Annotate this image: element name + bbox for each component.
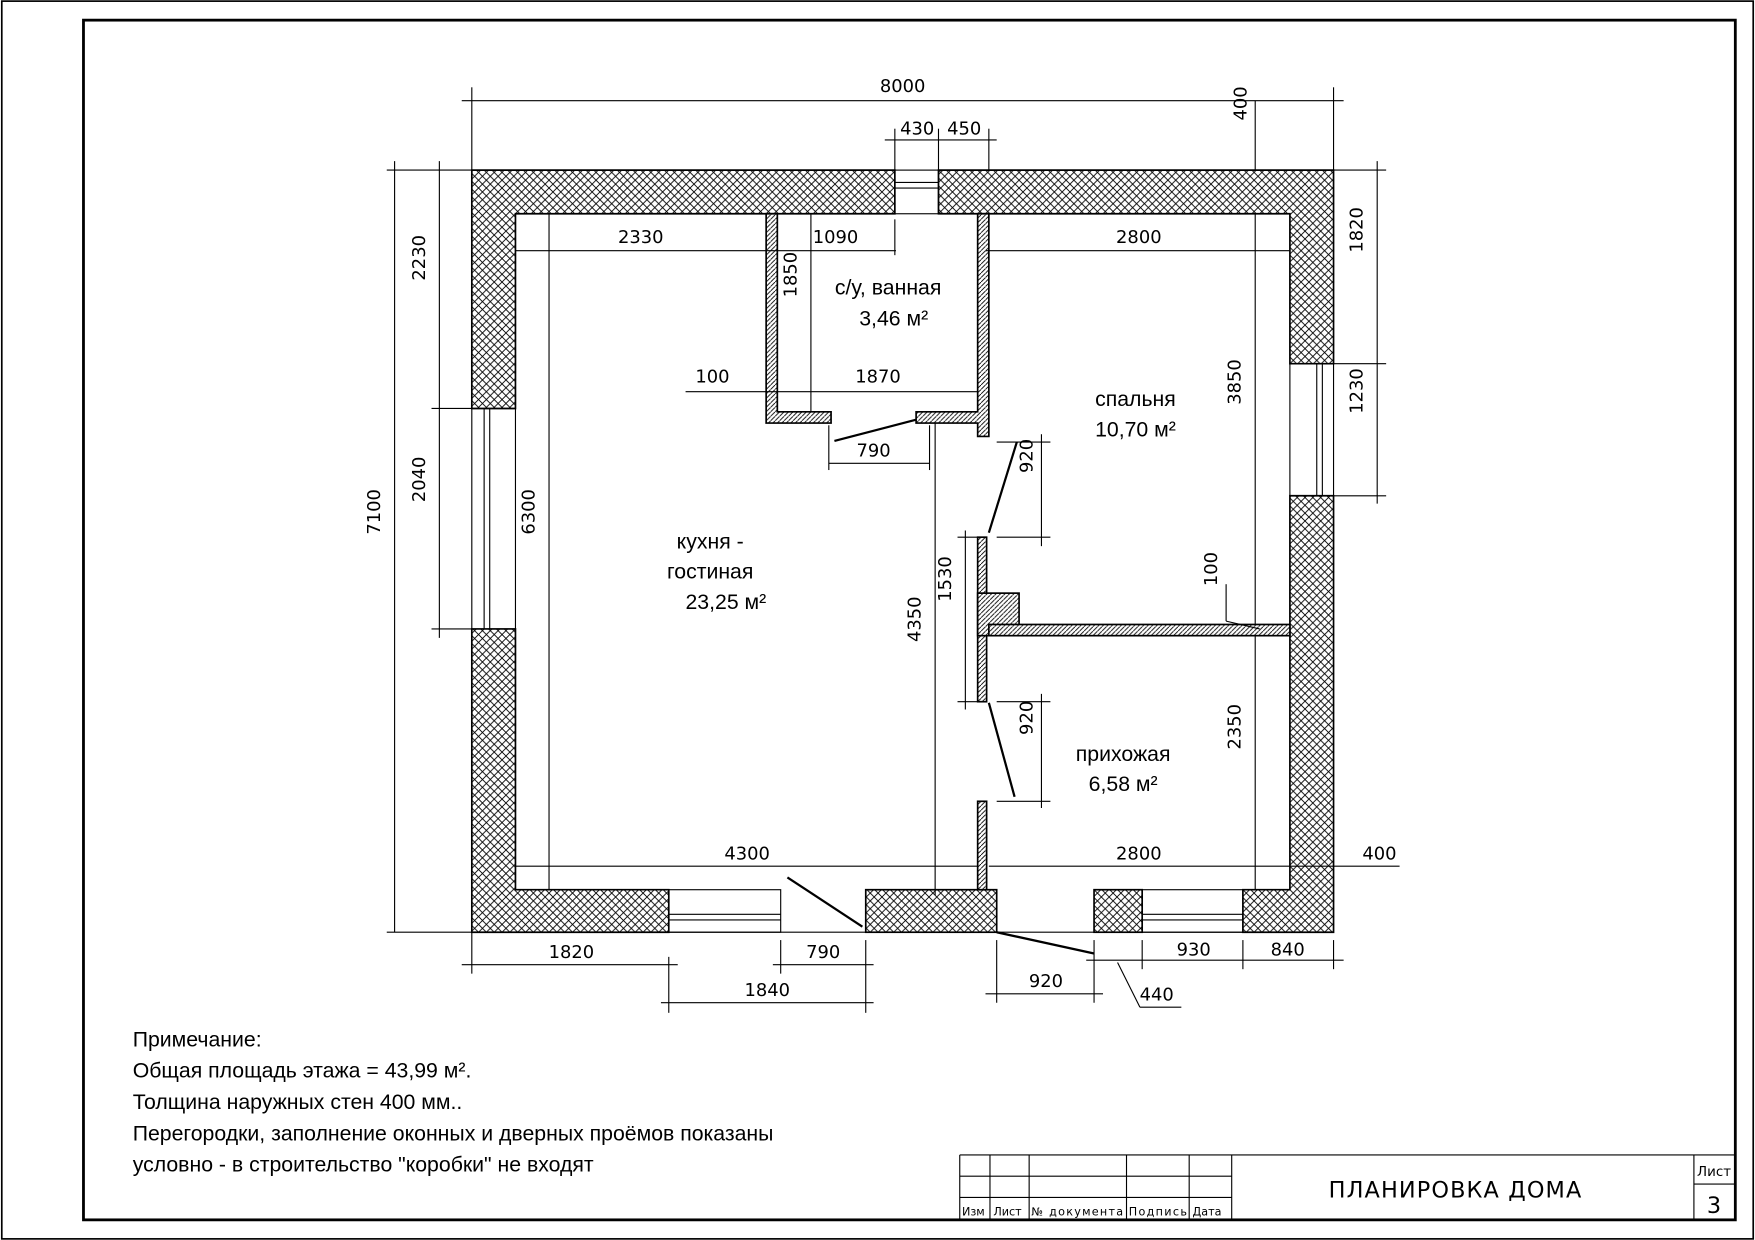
room-bedroom-area: 10,70 м²	[1095, 417, 1176, 441]
tb-col-izm: Изм	[962, 1205, 985, 1218]
room-kitchen-name-2: гостиная	[667, 560, 753, 584]
dim-label: 400	[1362, 843, 1396, 864]
dim-label: 4350	[905, 597, 926, 643]
dimension-lines	[386, 87, 1400, 1013]
dim-label: 920	[1029, 971, 1063, 992]
dim-label: 430	[900, 118, 934, 139]
dim-label: 450	[947, 118, 981, 139]
dim-label: 930	[1177, 940, 1211, 961]
notes-title: Примечание:	[133, 1027, 262, 1051]
dim-label: 6300	[518, 489, 539, 535]
room-hall-area: 6,58 м²	[1089, 772, 1158, 796]
dim-overall-height: 7100	[364, 489, 385, 535]
dim-label: 1090	[813, 227, 859, 248]
exterior-walls	[470, 169, 1335, 934]
room-kitchen-area: 23,25 м²	[685, 590, 766, 614]
dim-label: 790	[806, 942, 840, 963]
tb-col-list: Лист	[993, 1205, 1022, 1218]
tb-sheet-number: 3	[1707, 1193, 1721, 1219]
dim-label: 1850	[780, 252, 801, 298]
dim-label: 2800	[1116, 843, 1162, 864]
dim-label: 2230	[409, 235, 430, 281]
dim-label: 100	[1201, 552, 1222, 586]
room-labels: кухня - гостиная 23,25 м² с/у, ванная 3,…	[667, 275, 1176, 796]
dim-label: 2040	[409, 457, 430, 503]
dim-label: 920	[1017, 701, 1038, 735]
dim-label: 1840	[744, 980, 790, 1001]
dim-overall-width: 8000	[880, 76, 926, 97]
notes-line: Перегородки, заполнение оконных и дверны…	[133, 1121, 774, 1145]
dim-label: 2330	[618, 227, 664, 248]
dim-label: 1530	[935, 556, 956, 602]
dim-label: 100	[695, 367, 729, 388]
notes-line: Общая площадь этажа = 43,99 м².	[133, 1059, 472, 1083]
dim-label: 440	[1140, 985, 1174, 1006]
dim-label: 3850	[1225, 359, 1246, 405]
room-kitchen-name: кухня -	[677, 529, 744, 553]
notes-line: Толщина наружных стен 400 мм..	[133, 1090, 463, 1114]
notes: Примечание: Общая площадь этажа = 43,99 …	[133, 1027, 774, 1176]
dimension-labels: 8000 430 450 400 2330 1090 2800 1850 100…	[364, 76, 1397, 1006]
dim-label: 1820	[1347, 207, 1368, 253]
room-hall-name: прихожая	[1076, 742, 1171, 766]
room-bedroom-name: спальня	[1095, 387, 1176, 411]
dim-label: 2350	[1225, 704, 1246, 750]
tb-sheet-label: Лист	[1697, 1165, 1731, 1180]
dim-label: 1870	[855, 367, 901, 388]
partitions	[765, 212, 1291, 891]
dim-label: 400	[1230, 86, 1251, 120]
tb-col-sign: Подпись	[1129, 1205, 1187, 1218]
drawing-title: ПЛАНИРОВКА ДОМА	[1329, 1177, 1583, 1203]
tb-col-doc: № документа	[1031, 1205, 1123, 1218]
windows	[471, 169, 1335, 933]
tb-col-date: Дата	[1193, 1205, 1222, 1218]
dim-label: 4300	[724, 843, 770, 864]
dim-label: 1820	[549, 942, 595, 963]
door-swings	[786, 418, 1095, 955]
dim-label: 920	[1017, 439, 1038, 473]
dim-label: 2800	[1116, 227, 1162, 248]
dim-label: 840	[1271, 940, 1305, 961]
room-bathroom-name: с/у, ванная	[835, 275, 942, 299]
dim-label: 790	[857, 441, 891, 462]
dim-label: 1230	[1347, 368, 1368, 414]
drawing-frame	[82, 18, 1737, 1222]
notes-line: условно - в строительство "коробки" не в…	[133, 1153, 594, 1177]
room-bathroom-area: 3,46 м²	[859, 307, 928, 331]
title-block: Изм Лист № документа Подпись Дата ПЛАНИР…	[959, 1154, 1736, 1220]
